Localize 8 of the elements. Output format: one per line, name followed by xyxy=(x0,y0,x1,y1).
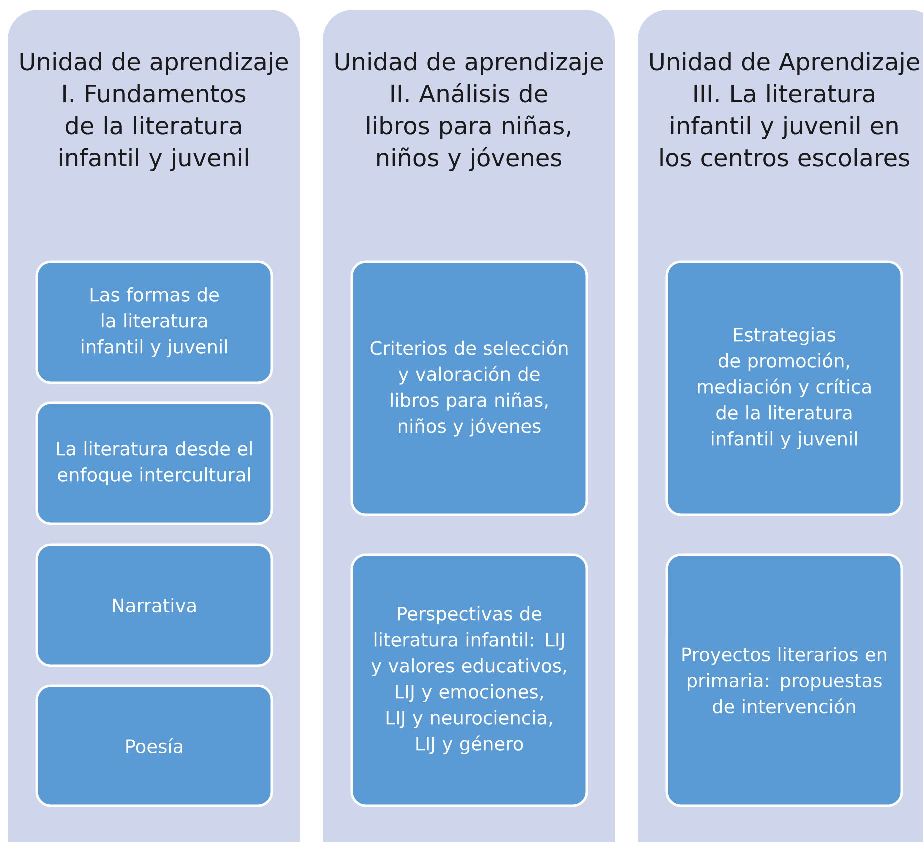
topic-box: Poesía xyxy=(36,684,274,808)
topic-box: Estrategias de promoción, mediación y crítica de la literatura infantil y juvenil xyxy=(666,260,904,516)
topic-box: Las formas de la literatura infantil y juvenil xyxy=(36,260,274,384)
topic-box: Proyectos literarios en primaria: propuestas de intervención xyxy=(666,554,904,808)
topic-box: Perspectivas de literatura infantil: LIJ y valores educativos, LIJ y emociones, LIJ y neurociencia, LIJ y género xyxy=(350,554,588,808)
topic-box: La literatura desde el enfoque intercultural xyxy=(36,402,274,526)
topic-box: Narrativa xyxy=(36,544,274,668)
topic-box: Criterios de selección y valoración de libros para niñas, niños y jóvenes xyxy=(350,260,588,516)
